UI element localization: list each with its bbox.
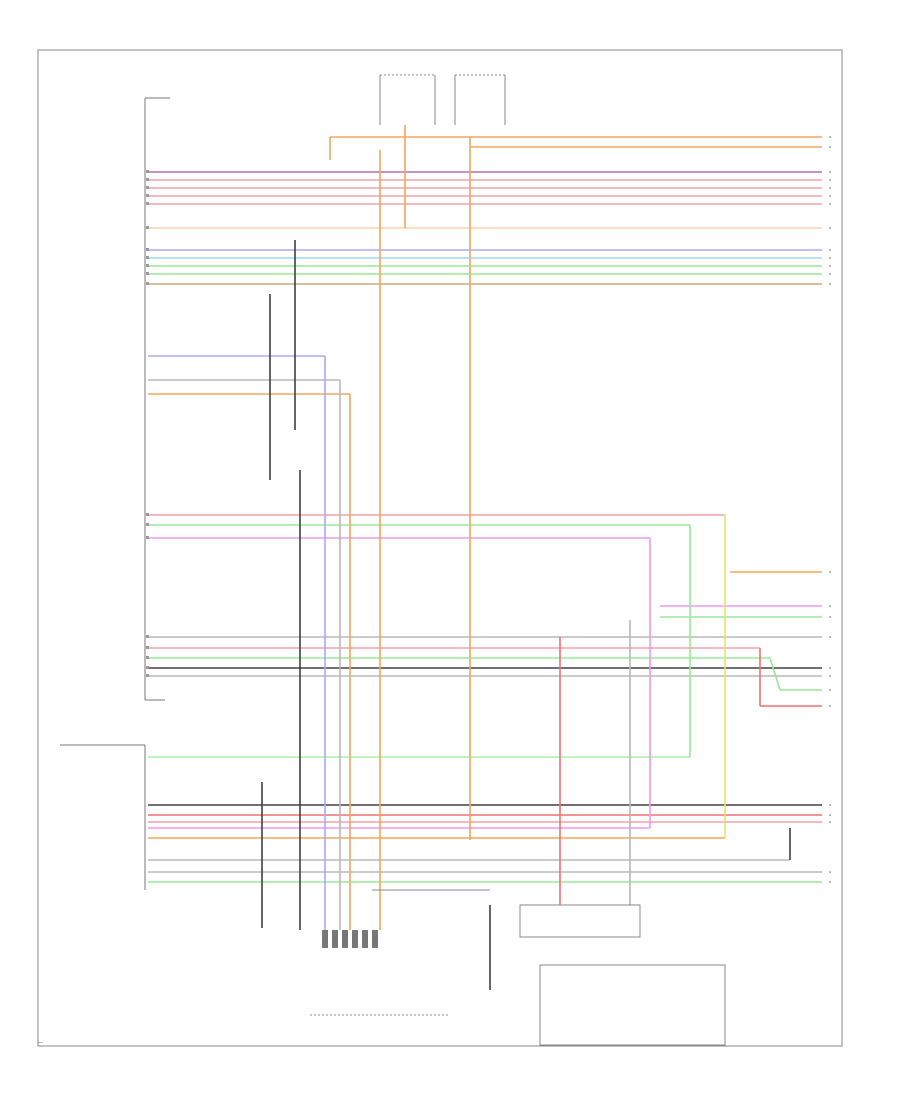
connector-pins xyxy=(146,170,149,677)
connector-ticks xyxy=(829,136,831,883)
wire-runs xyxy=(148,136,822,883)
bottom-pin-columns xyxy=(322,930,378,948)
wire-verticals xyxy=(261,125,791,990)
bottom-modules xyxy=(310,889,726,1046)
audio-unit-connector xyxy=(144,97,170,701)
diagram-frame xyxy=(37,49,843,1047)
aux-connector xyxy=(60,744,146,890)
page-corner-label: — xyxy=(38,1040,43,1046)
fuse-box-top xyxy=(379,74,506,125)
